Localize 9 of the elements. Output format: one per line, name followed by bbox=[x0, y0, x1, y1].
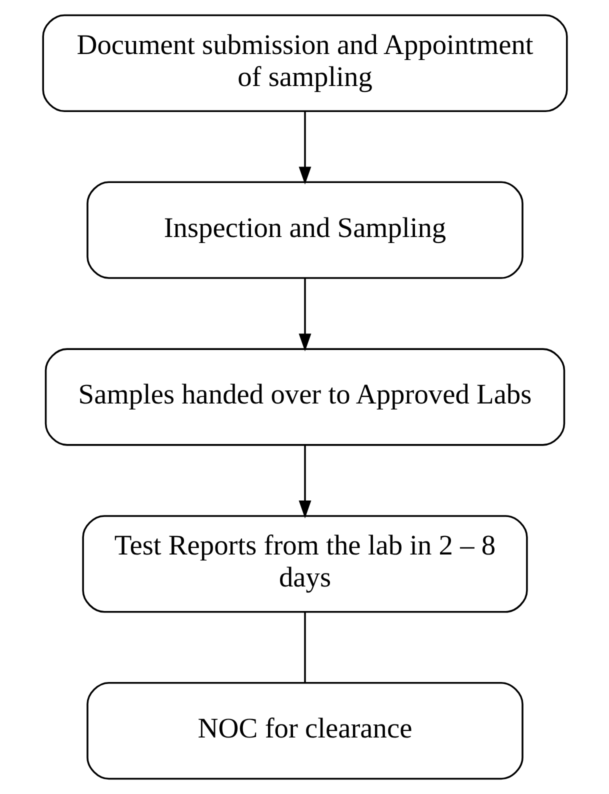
arrow bbox=[298, 278, 311, 352]
node-box: Inspection and Sampling bbox=[86, 181, 523, 279]
arrow bbox=[298, 445, 311, 518]
connector bbox=[304, 612, 306, 683]
node-box: NOC for clearance bbox=[86, 682, 523, 780]
arrow bbox=[298, 111, 311, 185]
node-box: Test Reports from the lab in 2 – 8 days bbox=[82, 515, 528, 613]
node-box: Document submission and Appointment of sampling bbox=[42, 14, 568, 112]
node-box: Samples handed over to Approved Labs bbox=[44, 348, 565, 446]
